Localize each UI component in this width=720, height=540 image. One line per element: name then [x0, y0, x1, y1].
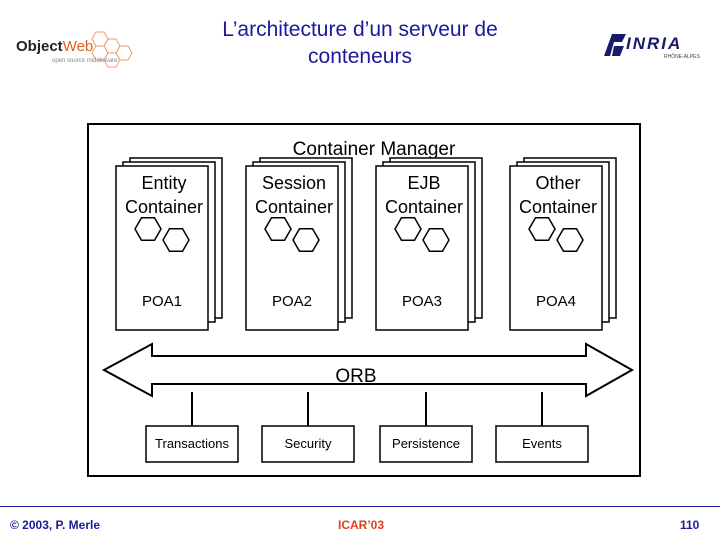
orb-label: ORB	[335, 366, 376, 387]
container-title-line-1: Entity	[141, 173, 186, 193]
footer-center: ICAR’03	[338, 518, 385, 532]
component-hexagon	[556, 227, 584, 253]
container-front	[509, 165, 603, 331]
container-front	[115, 165, 209, 331]
service-2: Security	[261, 392, 355, 463]
services-group: Transactions Security Persistence Events	[145, 392, 589, 463]
service-label: Persistence	[392, 436, 460, 451]
container-poa-label: POA3	[402, 293, 442, 310]
objectweb-tagline: open source middleware	[52, 58, 118, 64]
service-4: Events	[495, 392, 589, 463]
footer-copyright: © 2003, P. Merle	[10, 518, 101, 532]
component-hexagon	[422, 227, 450, 253]
footer-divider	[0, 506, 720, 507]
component-hexagon	[134, 216, 162, 242]
inria-logo-text: INRIA	[626, 34, 683, 53]
service-label: Events	[522, 436, 562, 451]
container-title-line-2: Container	[255, 197, 333, 217]
inria-logo: INRIA RHÔNE-ALPES	[600, 30, 700, 62]
component-hexagon	[162, 227, 190, 253]
container-poa-label: POA2	[272, 293, 312, 310]
containers-group: EntityContainerPOA1SessionContainerPOA2E…	[115, 157, 617, 331]
objectweb-logo-graphic	[91, 31, 133, 68]
container-poa-label: POA4	[536, 293, 576, 310]
title-line-1: L’architecture d’un serveur de	[222, 18, 498, 41]
component-hexagon	[292, 227, 320, 253]
service-1: Transactions	[145, 392, 239, 463]
container-title-line-1: EJB	[407, 173, 440, 193]
service-label: Security	[285, 436, 332, 451]
container-title-line-2: Container	[519, 197, 597, 217]
component-hexagon	[394, 216, 422, 242]
footer-page-number: 110	[680, 518, 700, 532]
title-line-2: conteneurs	[308, 45, 412, 68]
container-poa-label: POA1	[142, 293, 182, 310]
service-box	[379, 425, 473, 463]
component-hexagon	[264, 216, 292, 242]
container-title-line-1: Other	[535, 173, 580, 193]
inria-tagline: RHÔNE-ALPES	[664, 54, 700, 60]
container-front	[375, 165, 469, 331]
service-box	[495, 425, 589, 463]
container-title-line-2: Container	[125, 197, 203, 217]
page-title: L’architecture d’un serveur de conteneur…	[150, 16, 570, 70]
container-title-line-2: Container	[385, 197, 463, 217]
component-hexagon	[528, 216, 556, 242]
container-manager-label: Container Manager	[293, 139, 456, 160]
orb-bus-arrow	[101, 342, 635, 398]
inria-emblem-icon	[604, 34, 626, 56]
service-3: Persistence	[379, 392, 473, 463]
objectweb-logo-text: ObjectWeb	[16, 38, 94, 55]
container-title-line-1: Session	[262, 173, 326, 193]
objectweb-logo: ObjectWeb open source middleware	[16, 28, 136, 78]
container-front	[245, 165, 339, 331]
service-box	[261, 425, 355, 463]
service-label: Transactions	[155, 436, 229, 451]
service-box	[145, 425, 239, 463]
